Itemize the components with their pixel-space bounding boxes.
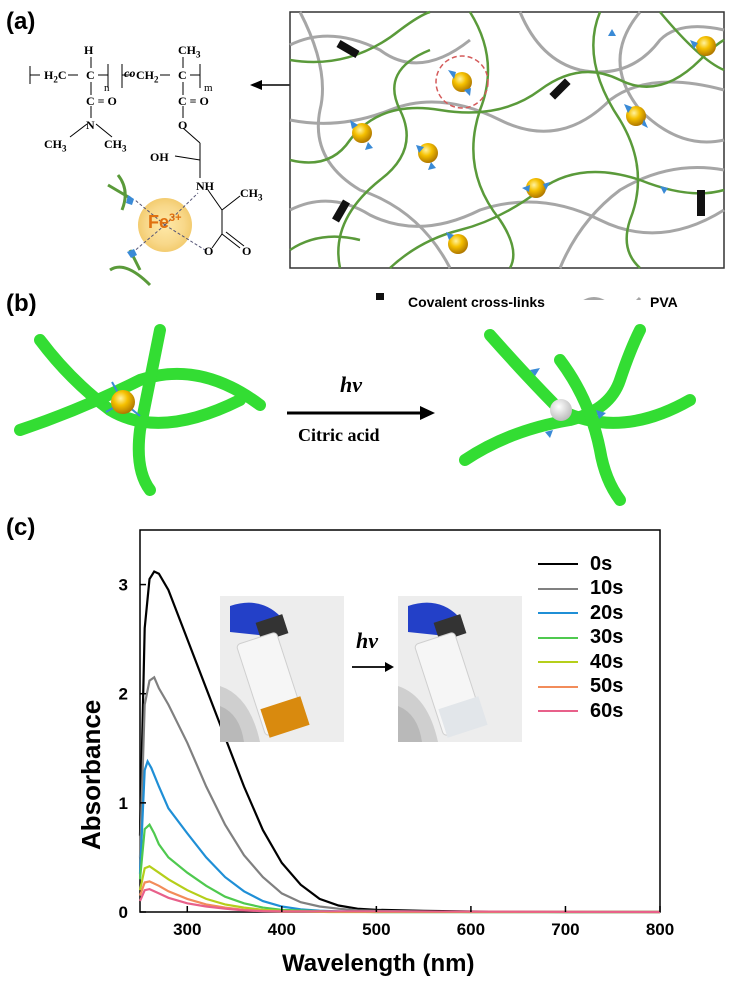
network-right (459, 324, 696, 506)
y-tick-label: 0 (119, 903, 128, 922)
legend-label: 0s (590, 552, 613, 575)
chemical-structure (29, 57, 245, 249)
legend-swatch (538, 661, 578, 664)
legend-crosslink-label: Covalent cross-links (408, 294, 545, 310)
inset-hv-label: hv (356, 628, 378, 653)
x-tick-label: 500 (362, 920, 390, 939)
panel-b-figure (14, 324, 696, 506)
x-tick-label: 400 (268, 920, 296, 939)
tick-layer: 300 400 500 600 700 800 0 1 2 3 (119, 576, 675, 939)
legend-swatch (538, 587, 578, 590)
legend-item: 10s (538, 577, 623, 602)
chem-o-double: O (242, 244, 252, 258)
chem-h2c: H2C (44, 68, 67, 85)
fe-ion-bound (111, 390, 135, 414)
ligand-chain-top (116, 174, 127, 211)
hydrogel-network-box (289, 10, 725, 269)
inset-photo-after (398, 596, 522, 742)
legend-label: 50s (590, 675, 624, 698)
chem-m: m (204, 82, 213, 94)
y-tick-label: 2 (119, 685, 128, 704)
absorbance-chart: 300 400 500 600 700 800 0 1 2 3 (119, 529, 675, 939)
legend-swatch (538, 710, 578, 713)
chem-h-top: H (84, 43, 94, 57)
hv-label: hv (340, 372, 362, 397)
panel-a-figure (29, 10, 725, 300)
legend-label: 10s (590, 577, 624, 600)
pva-legend-icon (583, 296, 642, 300)
legend-item: 60s (538, 699, 623, 724)
highlight-circle (435, 55, 489, 109)
series-line-60s (138, 887, 661, 914)
legend-label: 60s (590, 699, 624, 722)
chem-o-minus: O (204, 244, 214, 258)
citric-acid-label: Citric acid (298, 425, 380, 445)
chem-oh: OH (150, 150, 169, 164)
chem-carbonyl2: C = O (178, 94, 209, 108)
chem-ch3-left: CH3 (44, 137, 67, 154)
panel-label-c: (c) (6, 514, 36, 541)
chem-o-ester: O (178, 118, 188, 132)
inset-arrow (352, 662, 394, 672)
ligand-chain-bottom (109, 265, 152, 287)
y-tick-label: 1 (119, 794, 128, 813)
legend-a (376, 293, 642, 300)
y-tick-label: 3 (119, 576, 128, 595)
chem-n: n (104, 82, 110, 94)
reaction-arrow (287, 406, 435, 420)
legend-item: 50s (538, 675, 623, 700)
ligand-markers (350, 29, 698, 240)
legend-swatch (538, 612, 578, 615)
legend-label: 40s (590, 650, 624, 673)
crosslinked-network-left (14, 324, 266, 496)
fe-complex (107, 174, 206, 287)
crosslink-legend-icon (376, 293, 384, 300)
x-tick-label: 700 (551, 920, 579, 939)
fe-ion-label: Fe3+ (148, 212, 182, 232)
ligand-icon (126, 195, 134, 205)
legend-item: 30s (538, 626, 623, 651)
y-axis-title: Absorbance (76, 699, 106, 850)
chem-carbonyl: C = O (86, 94, 117, 108)
fe-nodes (352, 36, 716, 254)
legend-swatch (538, 685, 578, 688)
legend-swatch (538, 563, 578, 566)
panel-label-b: (b) (6, 290, 37, 317)
series-line-20s (138, 758, 660, 914)
legend-label: 30s (590, 626, 624, 649)
reduced-ion (550, 399, 572, 421)
chem-ch2: CH2 (136, 68, 159, 85)
legend-swatch (538, 636, 578, 639)
free-ligands (530, 368, 606, 438)
legend-item: 40s (538, 650, 623, 675)
chem-c1: C (86, 68, 95, 82)
chem-nh: NH (196, 179, 214, 193)
legend-item: 20s (538, 601, 623, 626)
chem-ch3-right: CH3 (104, 137, 127, 154)
panel-label-a: (a) (6, 8, 36, 35)
ligand-icon (127, 249, 137, 258)
chem-ch3-ala: CH3 (240, 186, 263, 203)
chem-co: co (124, 66, 136, 80)
x-tick-label: 300 (173, 920, 201, 939)
legend-pva-label: PVA (650, 294, 678, 310)
legend-label: 20s (590, 601, 624, 624)
covalent-crosslinks (332, 40, 705, 223)
legend-item: 0s (538, 552, 623, 577)
x-tick-label: 600 (457, 920, 485, 939)
chem-c2: C (178, 68, 187, 82)
chem-ch3-top: CH3 (178, 43, 201, 60)
inset-photo-before (220, 596, 344, 742)
series-line-40s (138, 864, 660, 914)
chem-n-amide: N (86, 118, 95, 132)
x-tick-label: 800 (646, 920, 674, 939)
x-axis-title: Wavelength (nm) (282, 950, 475, 977)
